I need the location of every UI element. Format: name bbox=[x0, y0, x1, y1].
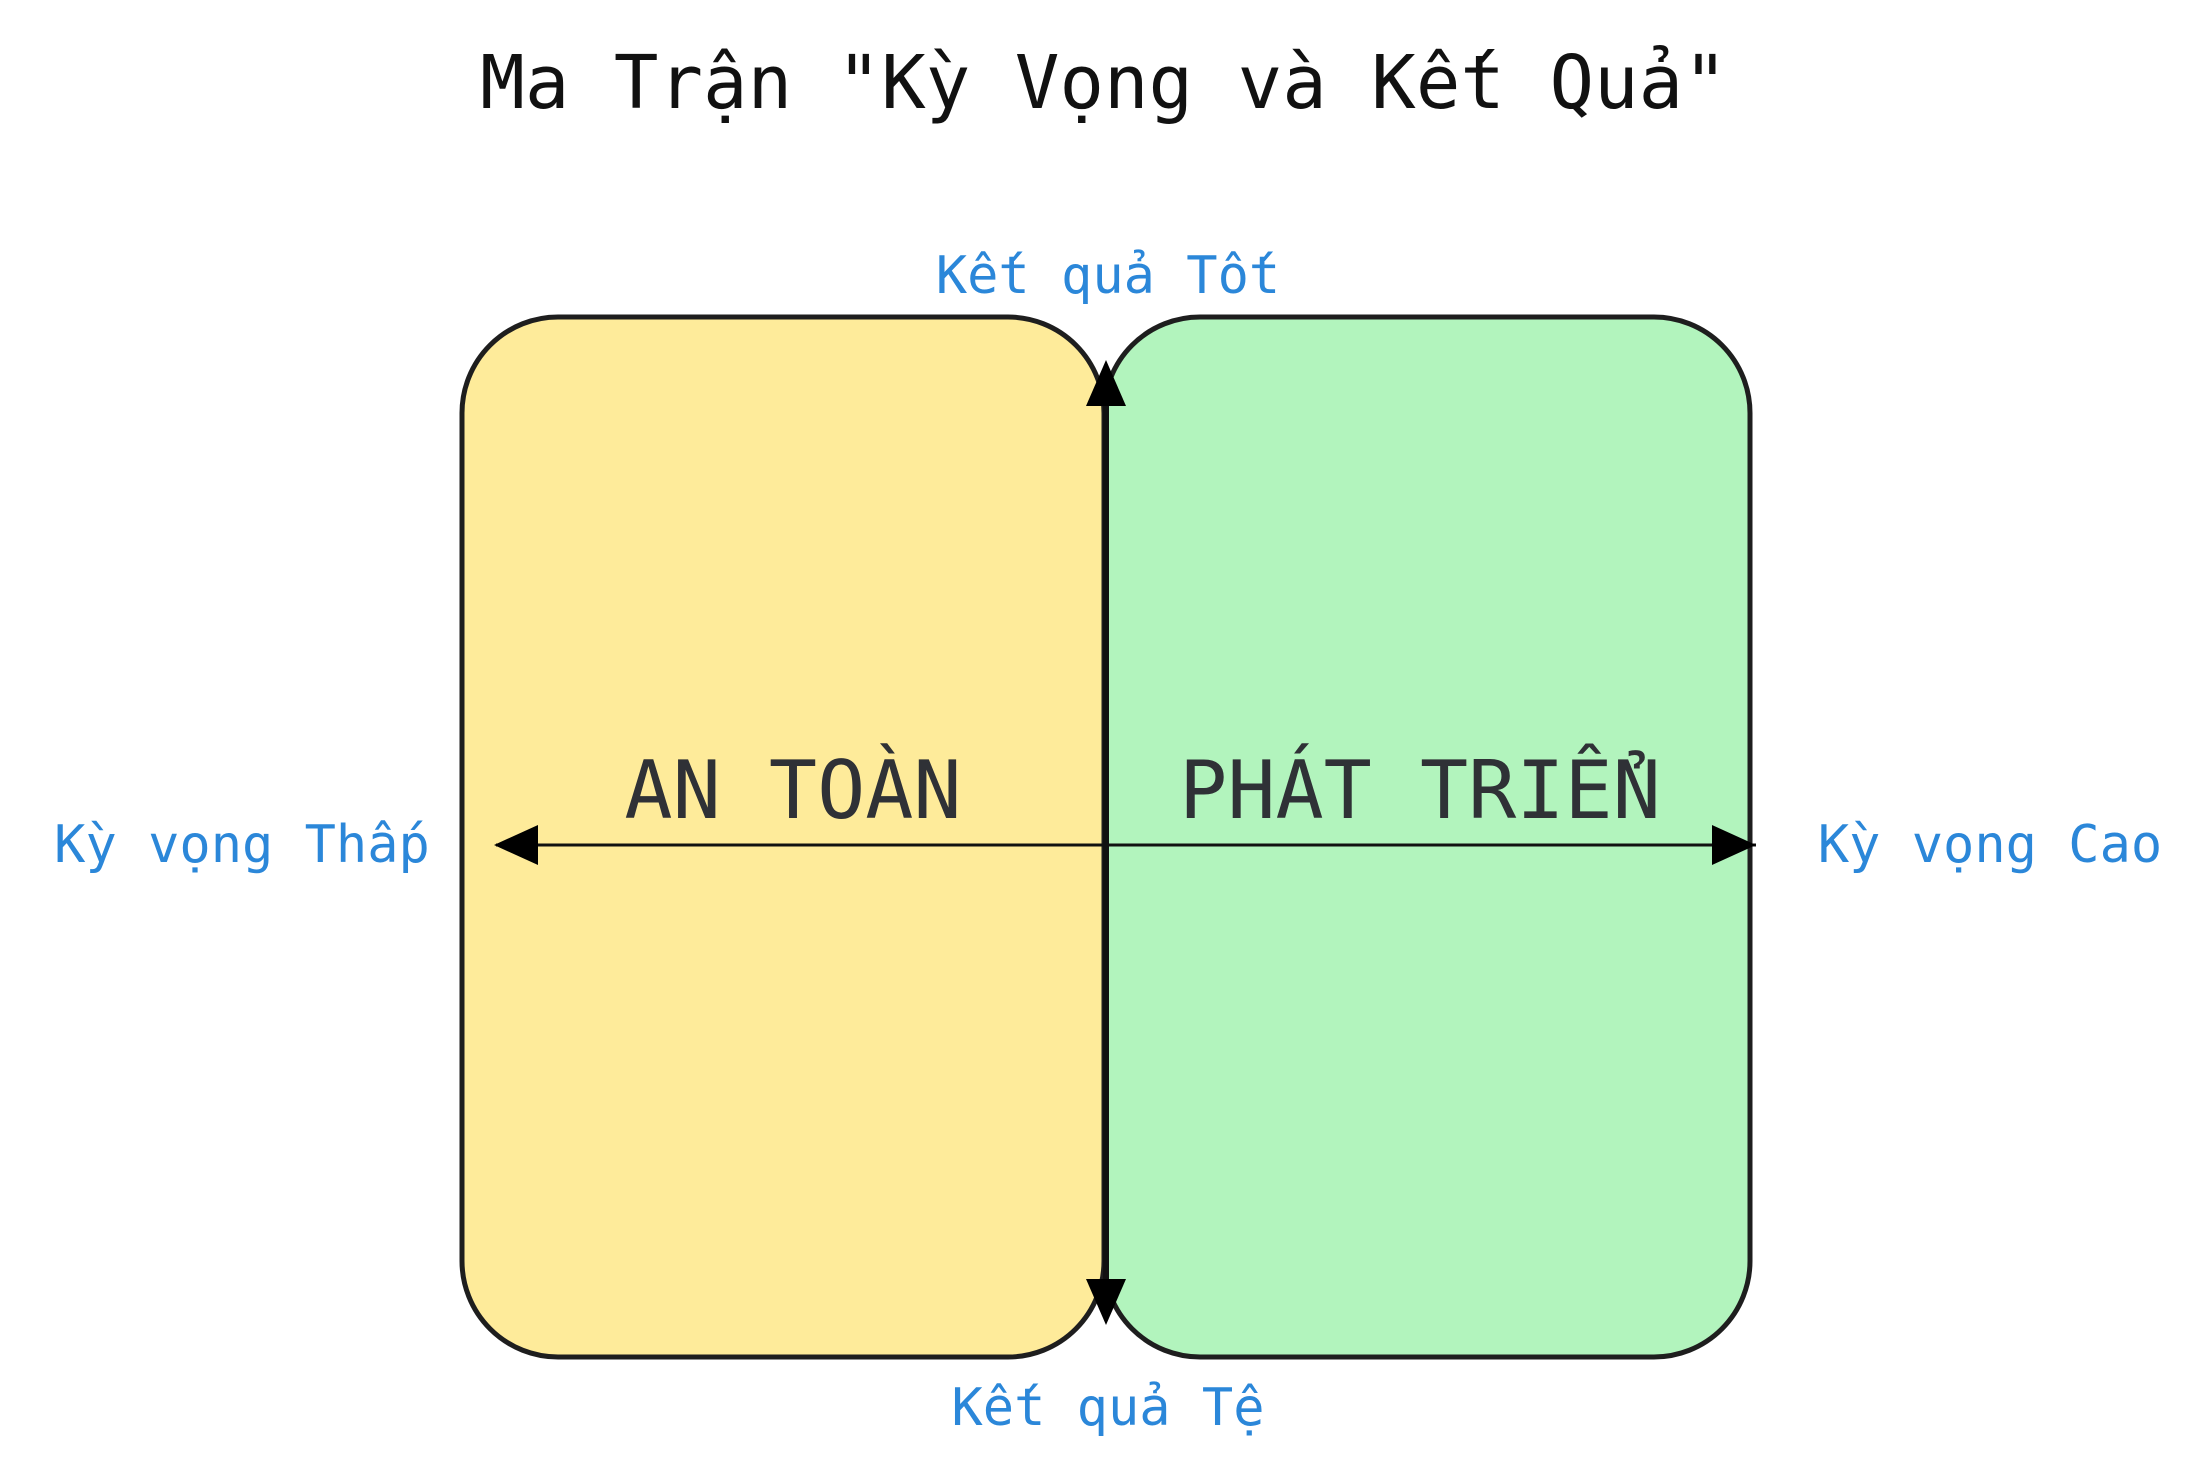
arrow-up-icon bbox=[1086, 360, 1126, 406]
axis-label-low-expectation: Kỳ vọng Thấp bbox=[54, 815, 430, 875]
arrow-right-icon bbox=[1712, 825, 1756, 865]
page-title: Ma Trận "Kỳ Vọng và Kết Quả" bbox=[480, 40, 1727, 126]
quadrant-safe-label: AN TOÀN bbox=[624, 744, 961, 837]
quadrant-safe bbox=[459, 314, 1107, 1360]
quadrant-growth bbox=[1101, 314, 1753, 1360]
axis-label-good-result: Kết quả Tốt bbox=[936, 246, 1280, 306]
arrow-down-icon bbox=[1086, 1279, 1126, 1325]
arrow-left-icon bbox=[494, 825, 538, 865]
quadrant-growth-label: PHÁT TRIỂN bbox=[1179, 743, 1661, 837]
axis-label-bad-result: Kết quả Tệ bbox=[951, 1378, 1264, 1438]
axis-label-high-expectation: Kỳ vọng Cao bbox=[1818, 815, 2162, 875]
